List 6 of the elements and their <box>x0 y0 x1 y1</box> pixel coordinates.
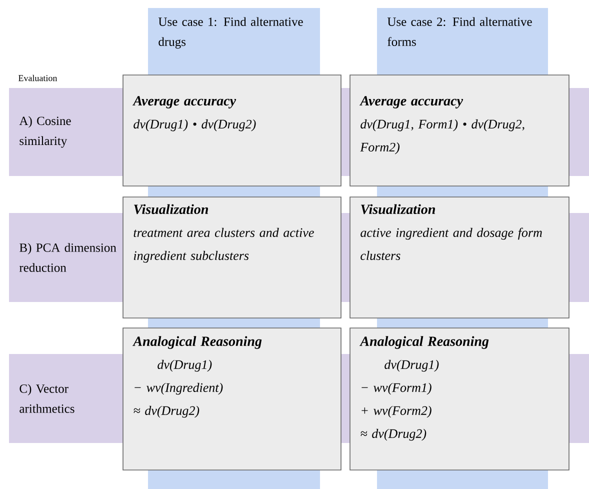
evaluation-box: Visualization active ingredient and dosage form clusters <box>350 196 570 318</box>
evaluation-box: Average accuracy dv(Drug1, Form1) • dv(Drug2, Form2) <box>350 74 570 186</box>
evaluation-box: Average accuracy dv(Drug1) • dv(Drug2) <box>122 74 342 186</box>
evaluation-box: Visualization treatment area clusters and active ingredient subclusters <box>122 196 342 318</box>
evaluation-box: Analogical Reasoning dv(Drug1) − wv(Ingredient) ≈ dv(Drug2) <box>122 328 342 470</box>
evaluation-box: Analogical Reasoning dv(Drug1) − wv(Form1) + wv(Form2) ≈ dv(Drug2) <box>350 328 570 470</box>
